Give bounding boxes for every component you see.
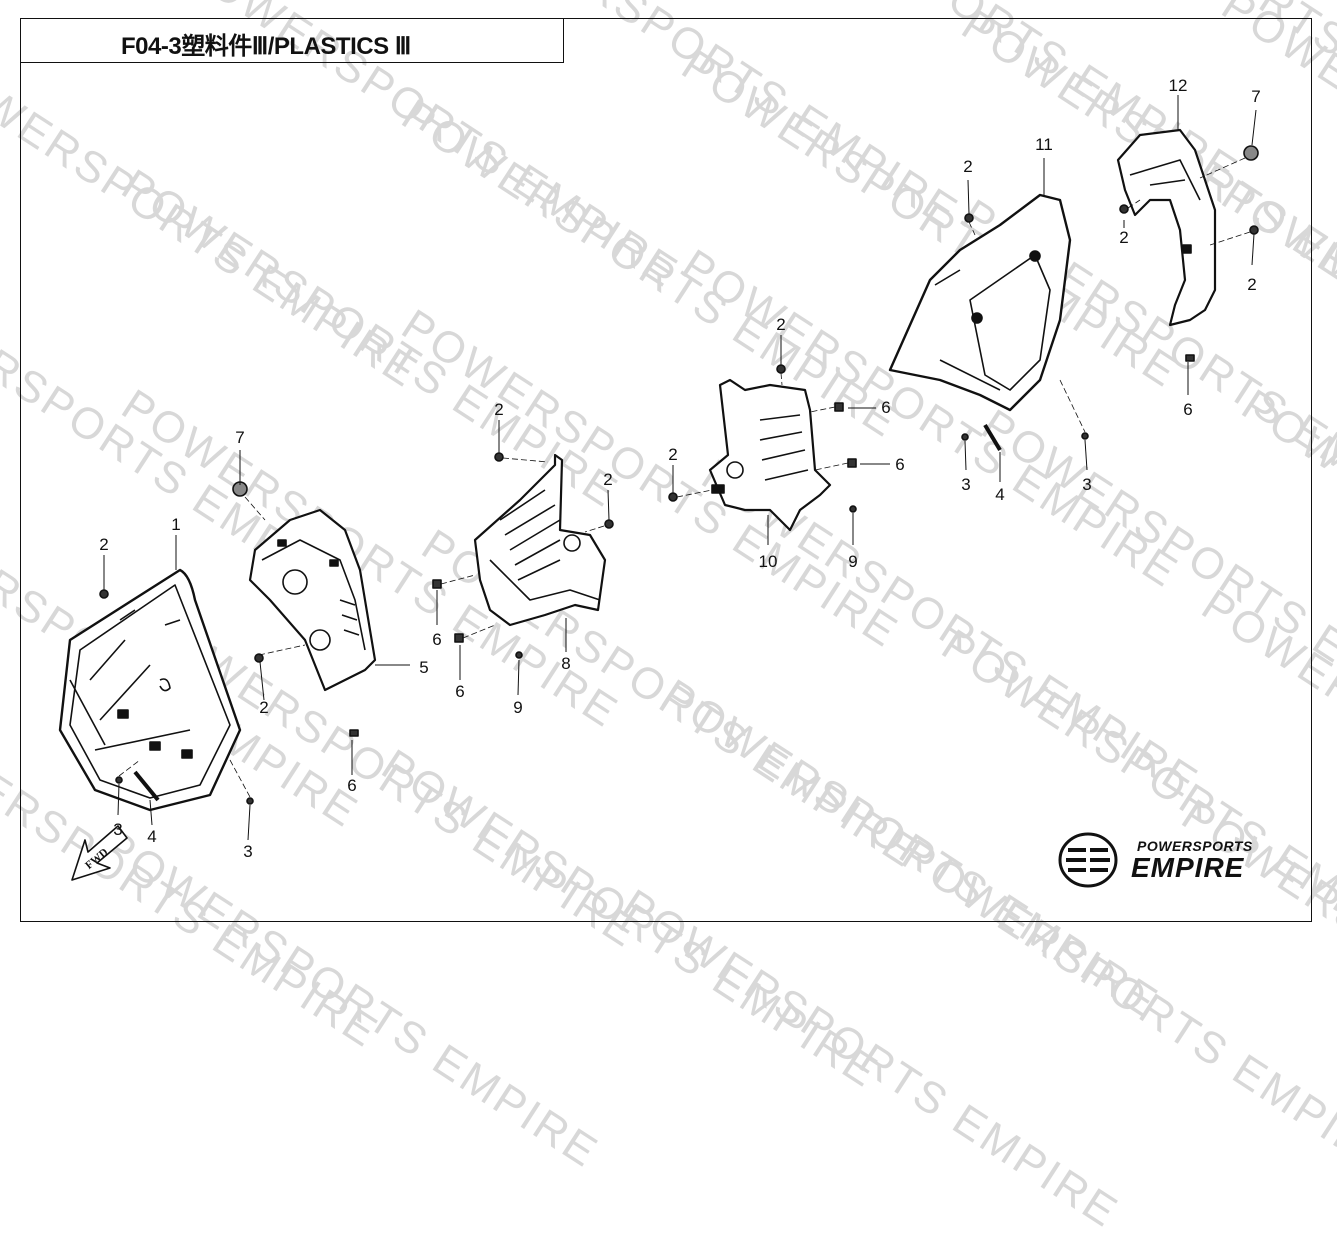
- logo-line1: POWERSPORTS: [1137, 838, 1253, 854]
- callout-12: 12: [1168, 76, 1188, 95]
- callout-1: 1: [171, 515, 181, 534]
- callout-5: 5: [419, 658, 429, 677]
- callout-3: 3: [1082, 475, 1092, 494]
- callout-2: 2: [99, 535, 109, 554]
- callout-4: 4: [995, 485, 1005, 504]
- part-11-side-cover: [888, 193, 1072, 412]
- empire-logo-mark-icon: [1058, 832, 1118, 888]
- callout-4: 4: [147, 827, 157, 846]
- callout-3: 3: [243, 842, 253, 861]
- callout-9: 9: [513, 698, 523, 717]
- part-12-rear-bracket: [1116, 128, 1217, 327]
- callout-7: 7: [235, 428, 245, 447]
- callout-9: 9: [848, 552, 858, 571]
- part-1-front-cover: [58, 568, 242, 812]
- part-8-shroud: [473, 453, 607, 627]
- drawing-frame: [20, 18, 1312, 922]
- alignment-lines: [118, 157, 1251, 798]
- callout-2: 2: [963, 157, 973, 176]
- callout-3: 3: [113, 820, 123, 839]
- callout-6: 6: [455, 682, 465, 701]
- callout-2: 2: [494, 400, 504, 419]
- fwd-arrow-icon: [71, 825, 128, 881]
- callout-6: 6: [432, 630, 442, 649]
- callout-3: 3: [961, 475, 971, 494]
- callout-6: 6: [895, 455, 905, 474]
- part-10-shroud: [708, 378, 832, 532]
- exploded-parts-diagram: [58, 95, 1259, 888]
- gasket-strips: [133, 423, 1002, 802]
- page-title: F04-3塑料件Ⅲ/PLASTICS Ⅲ: [121, 33, 411, 60]
- callout-8: 8: [561, 654, 571, 673]
- callout-6: 6: [1183, 400, 1193, 419]
- callout-7: 7: [1251, 87, 1261, 106]
- callout-2: 2: [668, 445, 678, 464]
- callout-2: 2: [1247, 275, 1257, 294]
- leader-lines: [103, 95, 1257, 841]
- brand-logo: POWERSPORTS EMPIRE: [1055, 828, 1300, 888]
- title-block: F04-3塑料件Ⅲ/PLASTICS Ⅲ: [20, 18, 564, 63]
- callout-2: 2: [603, 470, 613, 489]
- callout-2: 2: [776, 315, 786, 334]
- part-5-inner-bracket: [248, 508, 377, 692]
- logo-line2: EMPIRE: [1131, 852, 1245, 883]
- callout-2: 2: [259, 698, 269, 717]
- callout-6: 6: [881, 398, 891, 417]
- callout-2: 2: [1119, 228, 1129, 247]
- callout-6: 6: [347, 776, 357, 795]
- callout-11: 11: [1035, 135, 1053, 154]
- callout-10: 10: [758, 552, 778, 571]
